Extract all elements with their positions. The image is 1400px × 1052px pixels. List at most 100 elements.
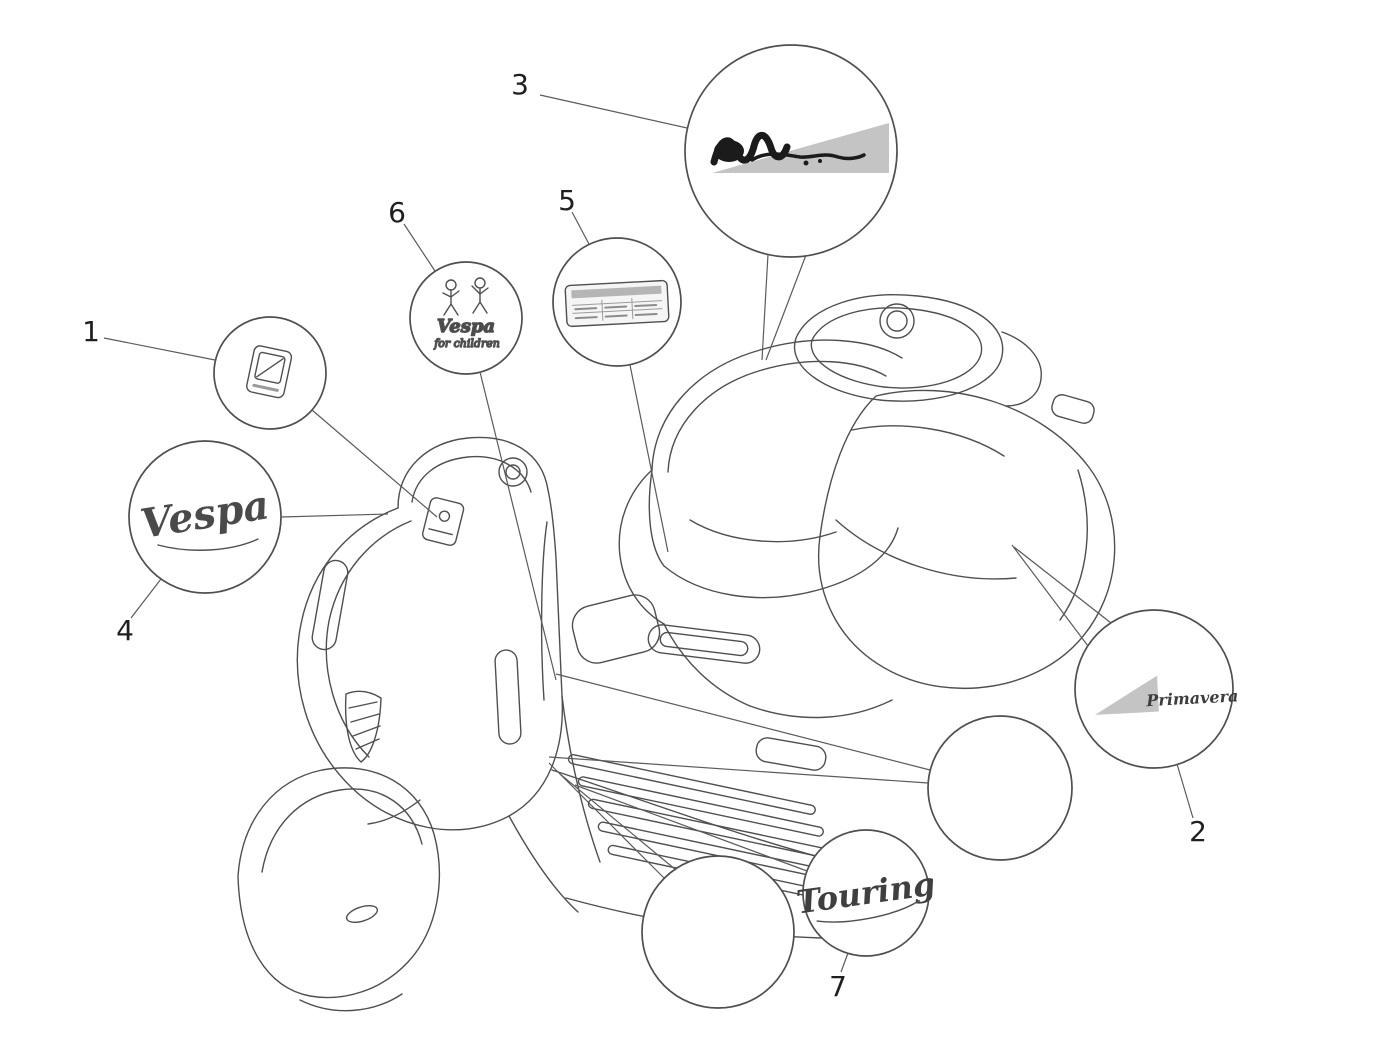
seat-rim-inner [810,307,983,389]
touring-script-swash [816,899,921,923]
floorboard-rib [577,776,824,837]
headset-cap-inner [505,464,521,480]
tub-bowl [663,527,899,599]
mid-body-line [749,699,893,719]
data-plate-text-rows [574,303,658,320]
emblem-plate-inner [254,351,286,384]
decal-5-data-plate [564,279,670,328]
horn-grille-rib [348,701,378,709]
tub-rim-inner [667,360,887,473]
fender-crest [261,788,423,873]
decal-6-children-text: for children [433,337,500,350]
floorboard-rib [567,754,816,815]
rear-light [1051,394,1095,424]
fuel-cap-outer [879,303,915,339]
callout-circle-blank-bottom [641,855,795,1009]
decal-3-ink-script [750,152,866,162]
wheel-hint [299,993,403,1012]
callout-numbers: 3 6 5 1 4 2 7 [82,68,1207,1003]
data-plate-grid-line [631,298,634,320]
data-plate-text-bar [574,307,598,311]
leader-circle-5-to-tub [629,364,669,553]
stick-figure-body [471,285,489,314]
seat-lock [571,594,661,664]
data-plate-grid [572,298,663,321]
callout-number-1: 1 [82,315,100,348]
body-side-line [561,695,601,863]
front-scooter-line-art [237,436,601,1012]
leader-circle-2-tail [1013,546,1112,624]
vespa-script-swash [157,538,259,551]
rear-body-outline [818,389,1116,689]
decal-3-graphic [710,123,889,173]
decal-2-gray-wedge [1095,675,1159,715]
leader-circle-7-to-floorboard [574,784,808,872]
leader-circle-2-tail [1011,544,1089,647]
front-fender [237,767,440,999]
data-plate-text-bar [634,303,658,308]
data-plate-text-bar [604,314,628,318]
leader-circle-4-to-shield [280,513,389,518]
rear-body-seam [835,519,1017,580]
steering-lock-badge [421,497,465,546]
stick-figure-body [442,289,460,316]
data-plate-grid-line [572,308,663,314]
data-plate-header-band [571,285,662,299]
right-vent-slot [494,649,522,745]
callout-circle-6 [409,261,523,375]
carry-handle-inner [659,631,749,657]
rear-body-seam [1059,469,1088,621]
stick-figure-icon [442,279,460,316]
fender-slot [345,905,379,923]
leader-circle-3-tail [765,254,807,361]
leader-number-4 [130,578,162,619]
decal-6-for-children: Vespa for children [432,277,501,351]
stick-figure-icon [471,277,489,314]
horn-grille-outline [344,690,382,763]
leader-number-1 [103,337,216,361]
grab-rail [1001,331,1042,407]
callout-circle-7 [802,829,930,957]
leader-number-7 [840,952,849,973]
fork-line [367,799,421,825]
leader-circle-1-to-badge [311,409,438,518]
leader-circle-6-to-body [479,371,557,681]
fuel-cap-inner [886,310,908,332]
leader-number-3 [539,94,688,129]
horn-grille-rib [350,713,380,723]
rear-body-seam [851,425,1005,457]
tub-inner-line [689,519,837,543]
decal-6-vespa-text: Vespa [437,316,495,337]
badge-text-bar [428,528,453,536]
legshield-inner-trim [325,520,412,758]
leader-number-6 [403,223,436,272]
decal-2-primavera: Primavera [1095,675,1239,715]
carry-handle [647,624,761,664]
callout-circles [128,44,1234,1009]
horn-grille-rib [352,725,381,737]
leader-blank-right-b [548,756,929,784]
leader-blank-bottom-b [559,773,677,871]
legshield-right-trim [540,521,548,701]
foot-peg [755,737,827,771]
data-plate-text-bar [574,316,598,320]
callout-number-2: 2 [1189,815,1207,848]
left-vent-slot [311,559,349,651]
callout-number-4: 4 [116,614,134,647]
emblem-plate-diagonal [256,358,284,378]
leader-blank-bottom-a [548,762,665,879]
decal-3-ink-dot [818,159,822,163]
callout-number-7: 7 [829,970,847,1003]
leader-blank-right-a [555,673,931,771]
carry-handle-outer [647,624,761,664]
handlebar-cover [397,436,549,509]
seat-lock-plate [571,594,661,664]
data-plate-text-bar [604,305,628,309]
emblem-plate-text-bar [252,383,279,392]
headset-cap [498,457,528,487]
decal-3-ink-dot [803,160,809,166]
front-panel [618,469,665,625]
leader-circle-3-tail [761,253,769,361]
tub-left-edge [648,469,665,567]
